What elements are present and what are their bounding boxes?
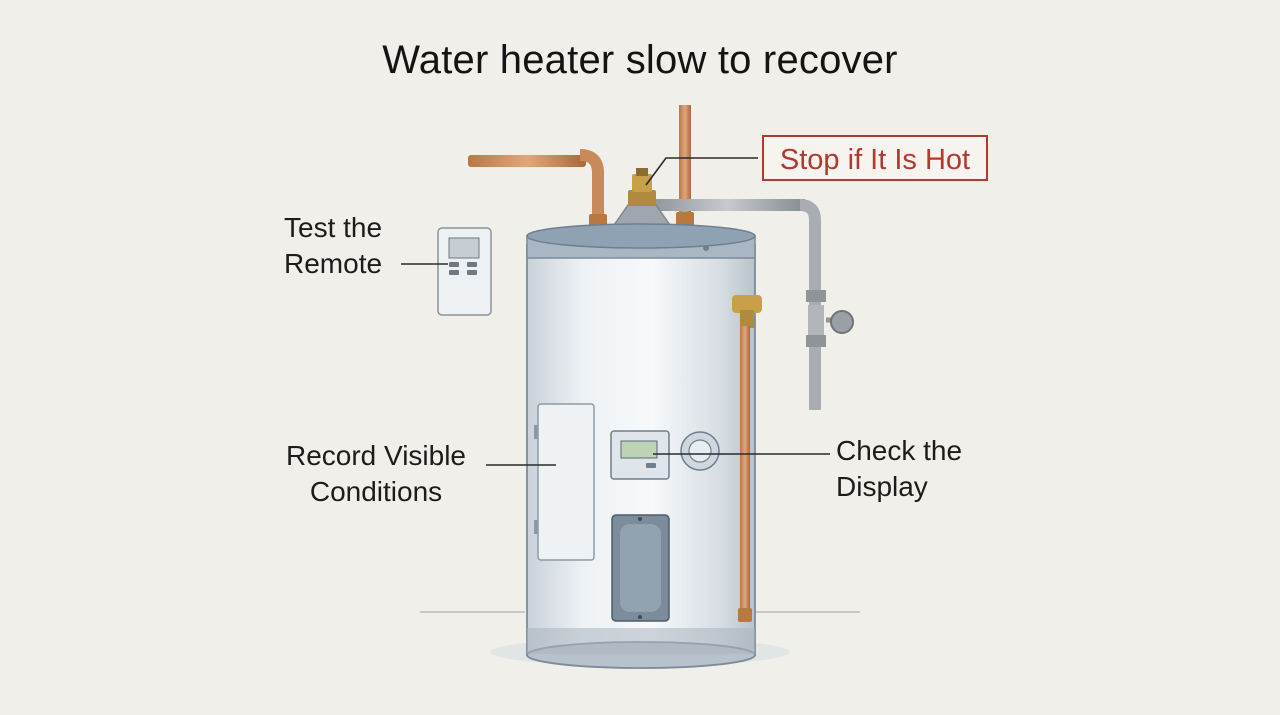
cold-inlet-pipe xyxy=(468,149,607,230)
wall-remote xyxy=(437,227,492,316)
diagram-title: Water heater slow to recover xyxy=(382,38,898,82)
stop-if-hot-warning: Stop if It Is Hot xyxy=(762,135,988,181)
heater-display-unit xyxy=(610,430,670,480)
leader-lines xyxy=(401,157,830,466)
element-cover xyxy=(611,514,670,622)
access-panel xyxy=(534,403,595,561)
warning-leader-line xyxy=(645,157,758,186)
hot-outlet-pipe xyxy=(676,105,694,230)
temperature-dial xyxy=(680,431,720,471)
test-remote-label: Test the Remote xyxy=(284,212,383,279)
record-conditions-label: Record Visible Conditions xyxy=(285,440,467,507)
relief-valve xyxy=(732,295,762,622)
gray-discharge-pipe xyxy=(650,199,854,410)
check-display-label: Check the Display xyxy=(836,435,963,502)
top-valve-assembly xyxy=(610,168,674,229)
